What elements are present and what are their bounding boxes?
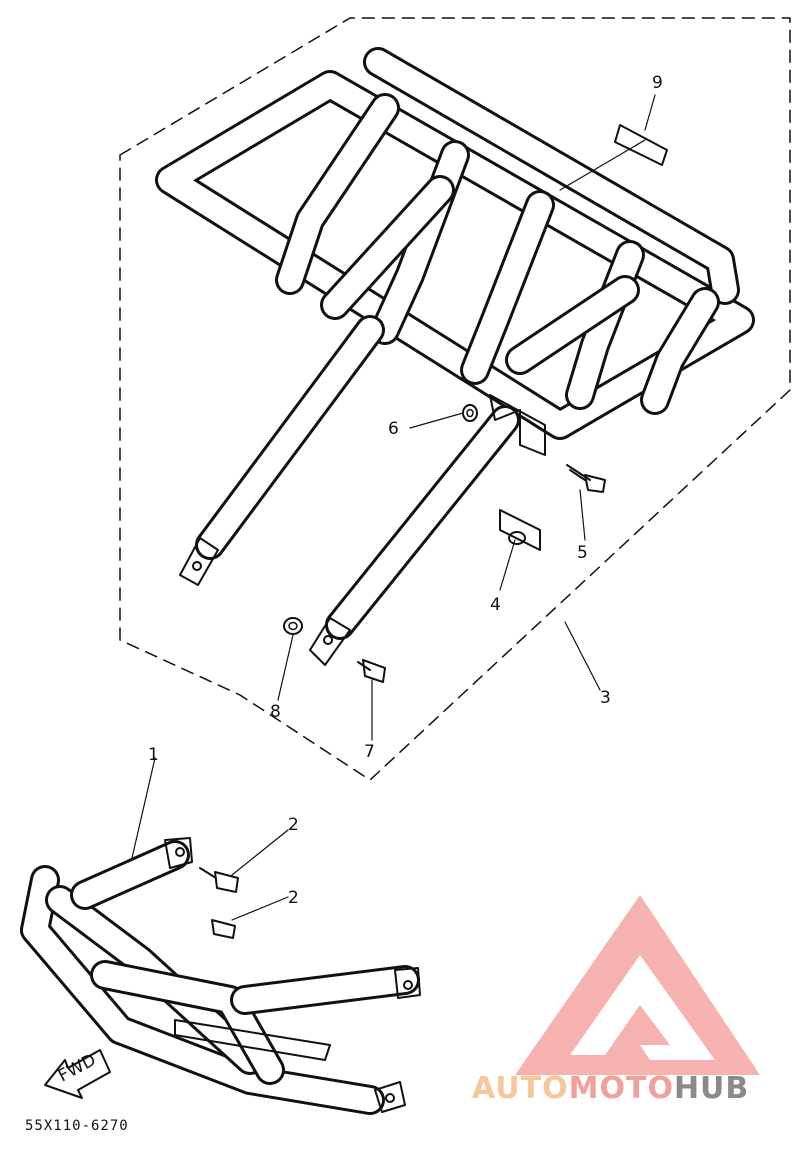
front-guard-assembly <box>20 837 421 1115</box>
front-guard-skid-plate <box>174 1019 331 1061</box>
carrier-leg-tab-right <box>309 617 351 666</box>
callout-label-8: 8 <box>270 702 281 722</box>
callout-label-4: 4 <box>490 595 501 615</box>
bolt-part-7-icon <box>357 659 386 683</box>
callout-label-3: 3 <box>600 688 611 708</box>
front-guard-tab-right <box>394 967 421 999</box>
callout-label-7: 7 <box>364 742 375 762</box>
callout-label-1: 1 <box>148 745 159 765</box>
bolt-part-2-upper-icon <box>199 867 239 893</box>
forward-direction-arrow-icon: FWD <box>44 1049 111 1099</box>
nut-part-8-icon <box>283 617 303 635</box>
logo-triangle-shape <box>515 895 760 1075</box>
callout-label-2-lower: 2 <box>288 888 299 908</box>
watermark-brand-text: AUTOMOTOHUB <box>472 1071 749 1106</box>
callout-label-5: 5 <box>577 543 588 563</box>
carrier-center-bracket <box>489 394 546 456</box>
diagram-part-code: 55X110-6270 <box>25 1118 129 1134</box>
watermark-auto: AUTO <box>472 1071 569 1106</box>
front-guard-tab-upper <box>164 837 193 869</box>
callout-label-6: 6 <box>388 419 399 439</box>
carrier-leg-tab-left <box>179 537 219 586</box>
callout-label-9: 9 <box>652 73 663 93</box>
automotohub-logo-icon <box>515 895 760 1075</box>
rear-carrier-assembly <box>155 47 755 666</box>
label-plate-part-9 <box>614 124 668 166</box>
front-guard-tab-bottom <box>374 1081 406 1113</box>
bolt-part-5-icon <box>566 464 606 493</box>
nut-part-6-icon <box>462 404 478 422</box>
watermark-hub: HUB <box>674 1071 749 1106</box>
collar-part-4-icon <box>499 509 541 551</box>
bolt-part-2-lower-icon <box>211 919 236 939</box>
watermark-moto: MOTO <box>569 1071 674 1106</box>
callout-label-2-upper: 2 <box>288 815 299 835</box>
callout-leader-lines <box>131 94 656 921</box>
assembly-boundary-dashed <box>119 17 791 781</box>
